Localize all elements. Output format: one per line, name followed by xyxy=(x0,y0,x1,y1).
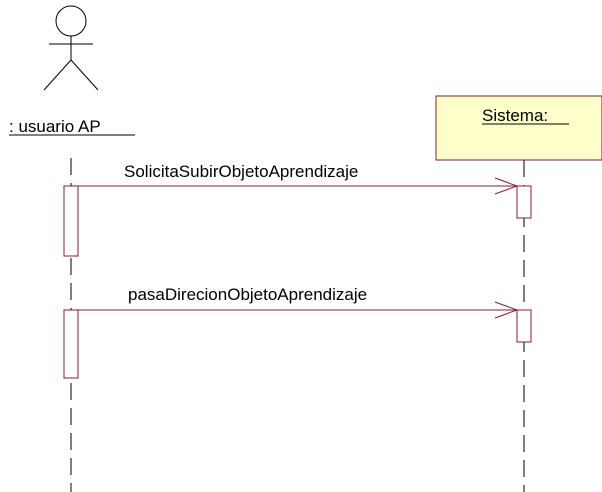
object-label: Sistema: xyxy=(482,106,548,125)
actor-activation-2 xyxy=(63,309,79,379)
actor-head xyxy=(55,5,87,37)
message-2-label: pasaDirecionObjetoAprendizaje xyxy=(128,285,367,304)
message-2-arrowhead xyxy=(494,301,519,319)
actor-figure xyxy=(43,5,99,91)
message-2[interactable]: pasaDirecionObjetoAprendizaje xyxy=(78,285,519,319)
object-box[interactable] xyxy=(435,95,602,161)
message-1-arrowhead xyxy=(494,177,519,195)
object-activation-2 xyxy=(516,309,532,343)
object-activation-1 xyxy=(516,185,532,219)
actor-label: : usuario AP xyxy=(9,117,101,136)
message-1-label: SolicitaSubirObjetoAprendizaje xyxy=(124,162,358,181)
actor-leg-right xyxy=(70,59,99,91)
actor-leg-left xyxy=(43,59,72,91)
message-1[interactable]: SolicitaSubirObjetoAprendizaje xyxy=(78,162,519,195)
actor-activation-1 xyxy=(63,185,79,257)
